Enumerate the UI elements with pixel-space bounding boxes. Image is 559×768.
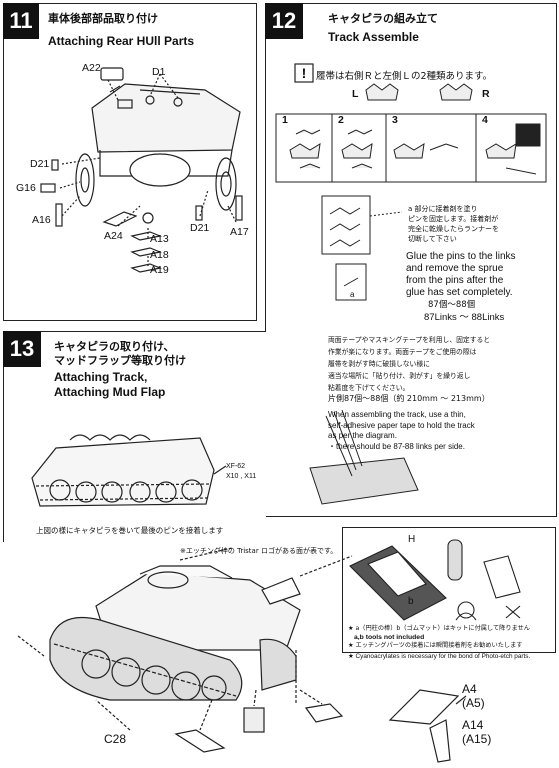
part-d21-right: D21 bbox=[190, 222, 210, 234]
tool-label-h: H bbox=[408, 534, 416, 545]
part-a16: A16 bbox=[32, 214, 51, 226]
step-11-number: 11 bbox=[3, 3, 39, 39]
part-d21-left: D21 bbox=[30, 158, 50, 170]
part-d1: D1 bbox=[152, 66, 166, 78]
tools-note-4: ★ Cyanoacrylates is necessary for the bo… bbox=[348, 653, 531, 660]
track-label-r: R bbox=[482, 88, 490, 100]
callout-en: Glue the pins to the links and remove th… bbox=[406, 251, 516, 298]
part-c28: C28 bbox=[104, 732, 127, 746]
part-a4: A4 bbox=[462, 682, 477, 696]
step-13-title-en: Attaching Track, Attaching Mud Flap bbox=[54, 370, 166, 399]
sub-step-2: 2 bbox=[338, 114, 344, 126]
tape-note-en: When assembling the track, use a thin, s… bbox=[328, 410, 475, 451]
tools-note-3: ★ エッチングパーツの接着には瞬間接着剤をお勧めいたします bbox=[348, 642, 523, 649]
part-a24: A24 bbox=[104, 230, 123, 242]
step-12-title-jp: キャタピラの組み立て bbox=[328, 12, 438, 25]
sub-step-4: 4 bbox=[482, 114, 488, 126]
track-label-l: L bbox=[352, 88, 359, 100]
part-g16: G16 bbox=[16, 182, 36, 194]
step-12-number: 12 bbox=[265, 3, 303, 39]
step-12-note-jp: 履帯は右側Ｒと左側Ｌの2種類あります。 bbox=[316, 71, 493, 82]
part-a15: (A15) bbox=[462, 732, 492, 746]
part-a19: A19 bbox=[150, 264, 169, 276]
links-count-en: 87Links 〜 88Links bbox=[424, 312, 505, 323]
sub-step-3: 3 bbox=[392, 114, 398, 126]
part-a13: A13 bbox=[150, 233, 169, 245]
part-a18: A18 bbox=[150, 249, 169, 261]
part-a22: A22 bbox=[82, 62, 101, 74]
part-a5: (A5) bbox=[462, 696, 485, 710]
part-a14: A14 bbox=[462, 718, 484, 732]
etch-logo-note: ※エッチング枠の Tristar ロゴがある面が表です。 bbox=[180, 547, 338, 555]
step-12-panel bbox=[265, 3, 557, 517]
part-a17: A17 bbox=[230, 226, 249, 238]
track-note-jp: 上図の様にキャタピラを巻いて最後のピンを接着します bbox=[36, 526, 224, 535]
step-12-title-en: Track Assemble bbox=[328, 30, 419, 44]
tool-label-b: b bbox=[408, 596, 414, 607]
length-jp: 片側87個〜88個（約 210mm 〜 213mm） bbox=[328, 394, 490, 403]
links-count-jp: 87個〜88個 bbox=[428, 300, 476, 310]
callout-a-jp: a 部分に接着剤を塗り ピンを固定します。接着剤が 完全に乾燥したらランナーを … bbox=[408, 205, 499, 243]
step-13-title-jp: キャタピラの取り付け、 マッドフラップ等取り付け bbox=[54, 340, 186, 367]
tools-note-2: a,b tools not included bbox=[354, 634, 425, 641]
sub-step-1: 1 bbox=[282, 114, 288, 126]
step-11-title-en: Attaching Rear HUll Parts bbox=[48, 34, 195, 48]
etch-ref: XF-62 X10 , X11 bbox=[226, 463, 257, 480]
tape-note-jp: 両面テープやマスキングテープを利用し、固定すると 作業が楽になります。両面テープ… bbox=[328, 336, 491, 392]
step-11-title-jp: 車体後部部品取り付け bbox=[48, 12, 158, 25]
tools-note-1: ★ a（円柱の棒）b（ゴムマット）はキットに付属して降りません bbox=[348, 625, 530, 632]
callout-a-label: a bbox=[350, 290, 355, 299]
step-13-number: 13 bbox=[3, 331, 41, 367]
